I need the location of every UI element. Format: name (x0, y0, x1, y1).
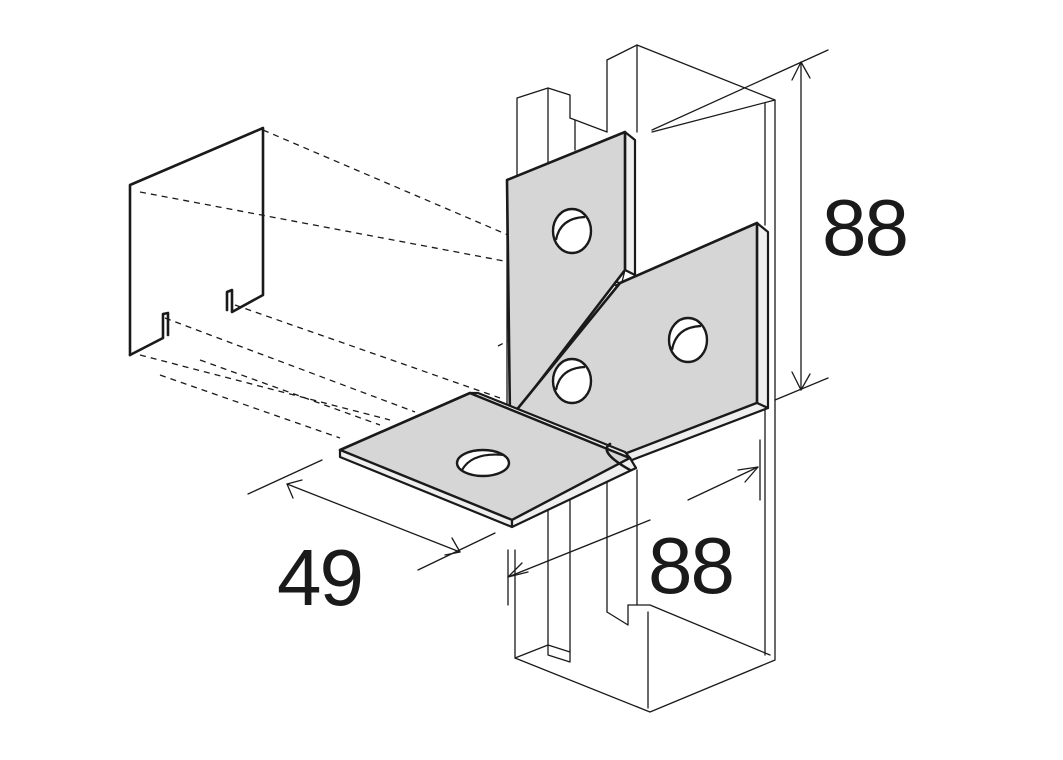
dimension-height (651, 49, 829, 401)
bolt-holes (455, 207, 709, 478)
hole-base-icon (455, 448, 511, 478)
depth-dimension-label: 49 (277, 533, 364, 622)
width-dimension-label: 88 (648, 521, 735, 610)
channel-end-piece (128, 126, 265, 357)
dimension-width (507, 439, 761, 606)
vertical-channel (514, 44, 776, 713)
hole-wing-icon (667, 316, 709, 364)
height-dimension-label: 88 (822, 183, 909, 272)
hole-middle-icon (551, 357, 593, 405)
dimension-depth (247, 459, 496, 571)
hole-top-icon (551, 207, 593, 255)
